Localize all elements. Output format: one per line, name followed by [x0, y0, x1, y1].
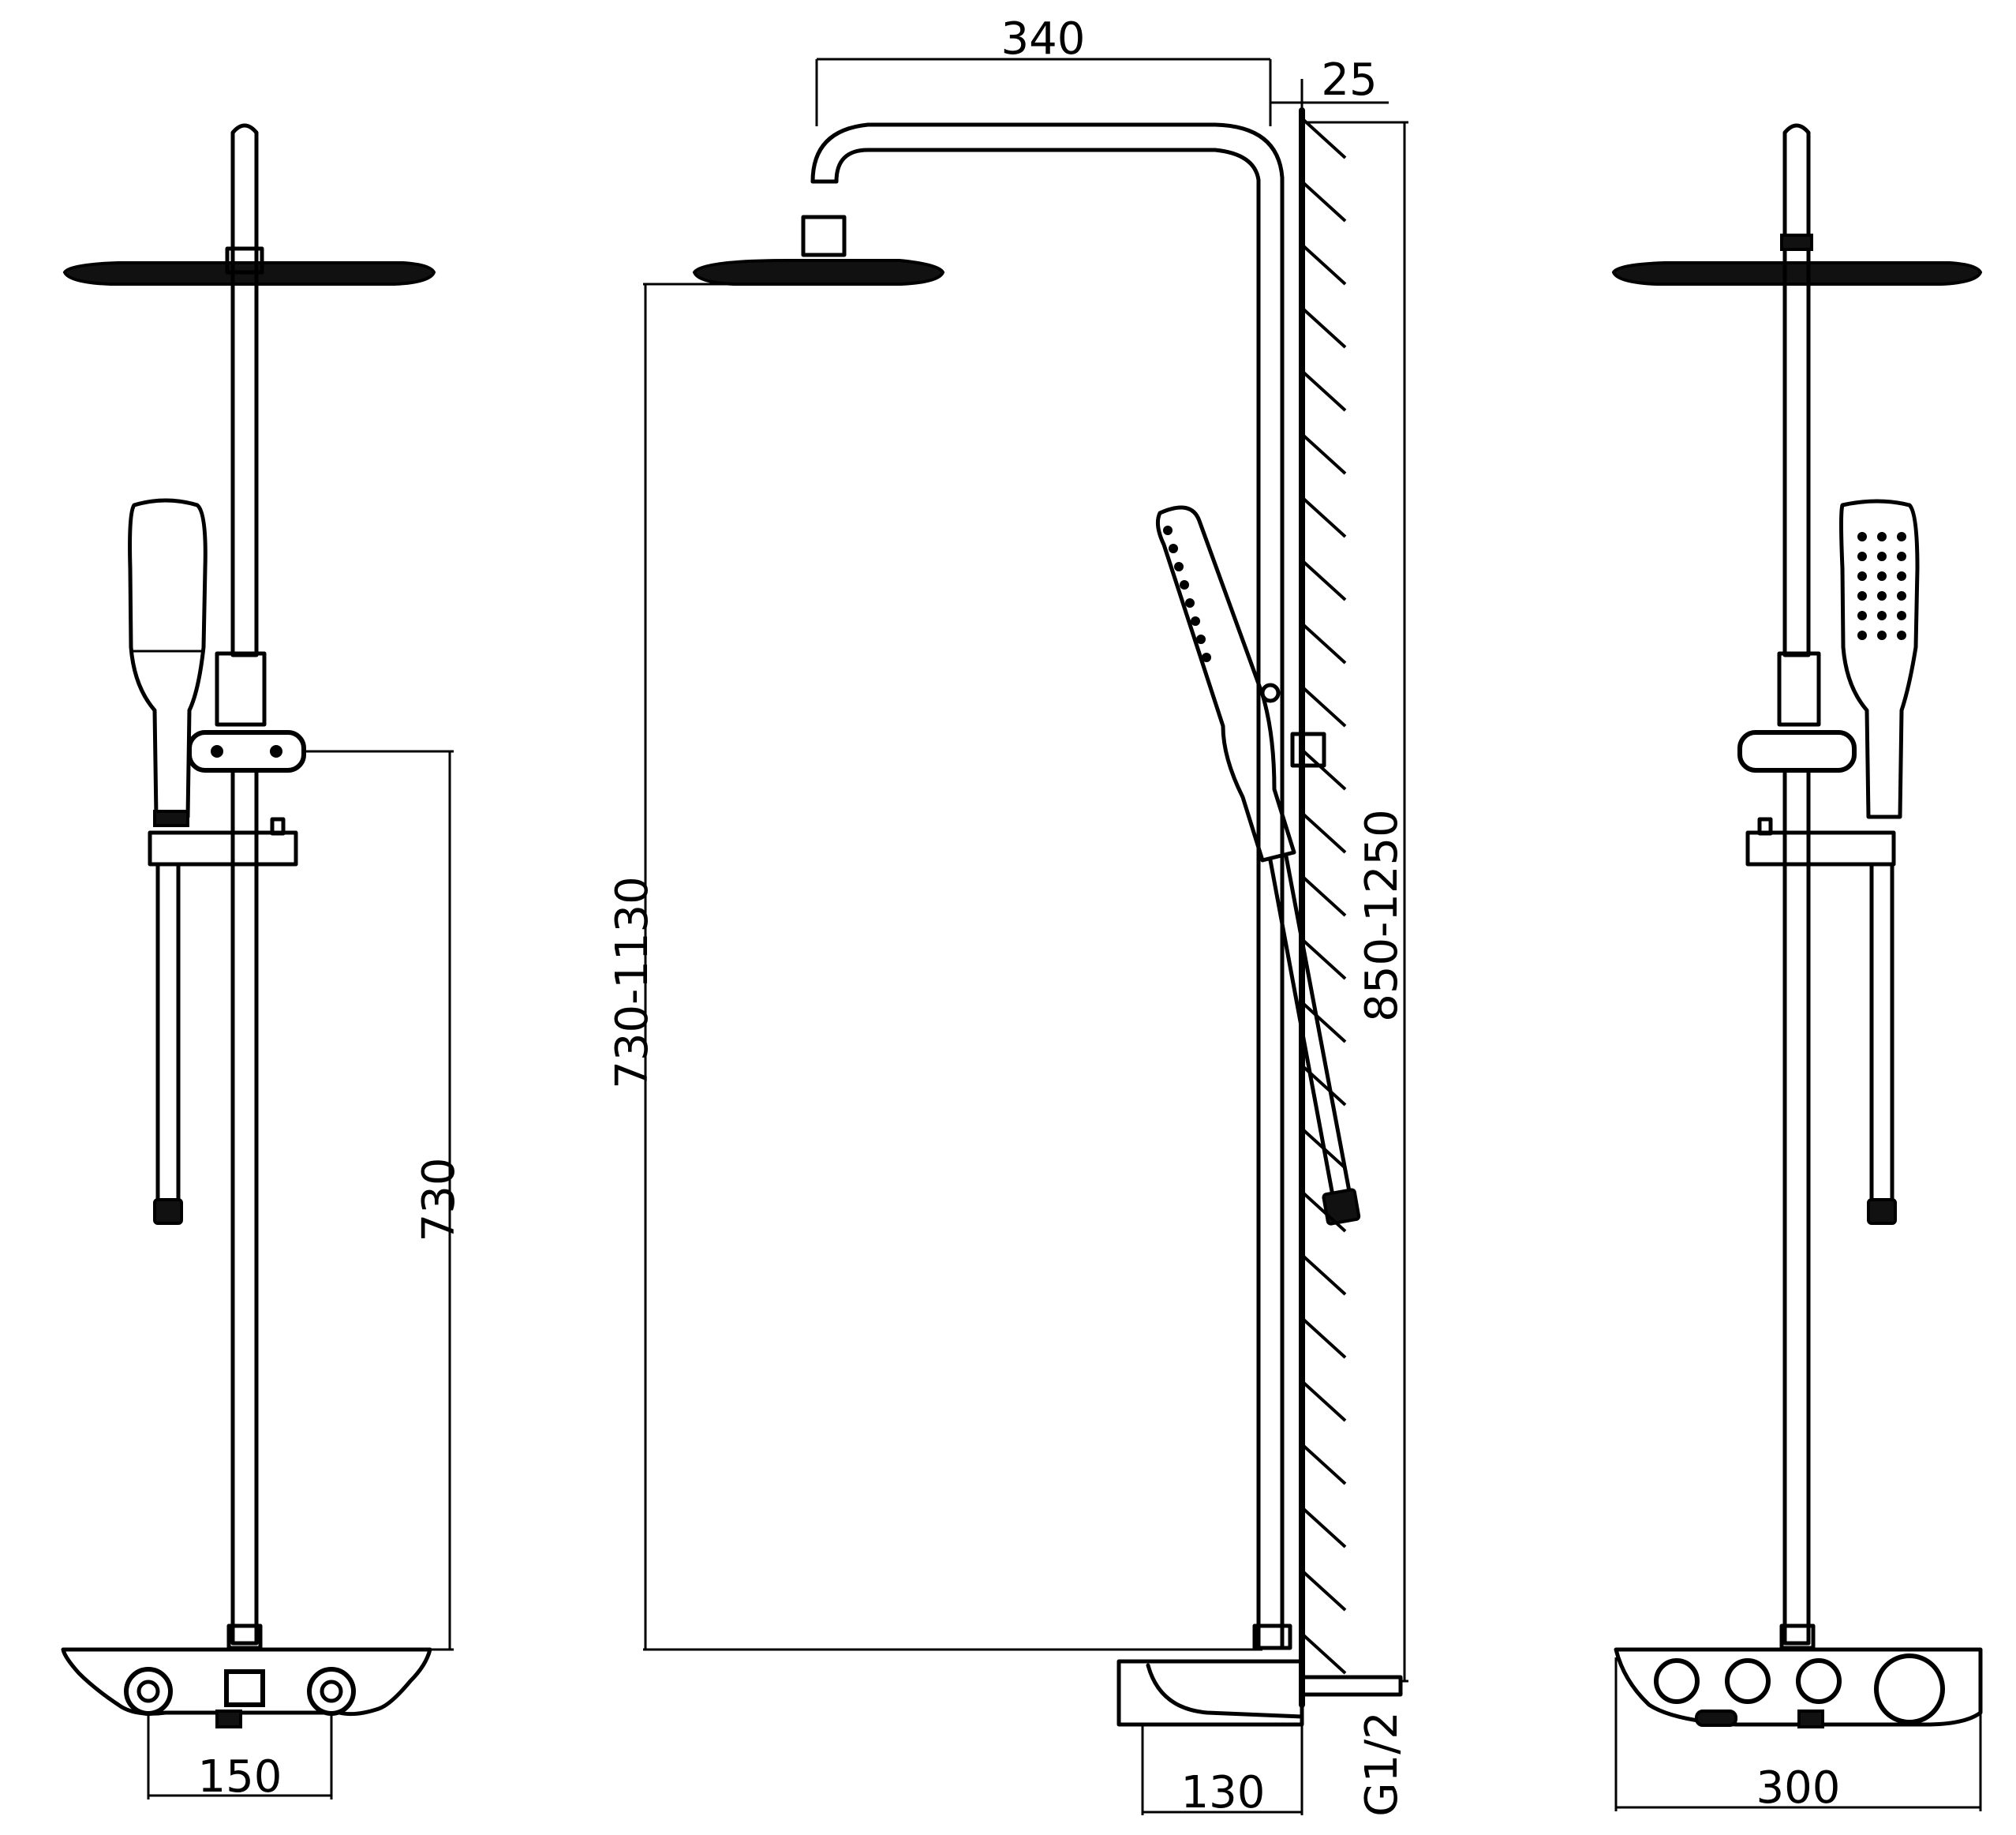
rear-outlet-left	[1695, 1710, 1737, 1727]
rear-view: 300	[1611, 123, 1983, 1814]
left-handle	[124, 1667, 173, 1716]
side-hand-shower	[1155, 505, 1296, 863]
hand-shower-holder	[187, 730, 306, 773]
left-outlet	[215, 1710, 242, 1728]
holder-screw-left	[211, 745, 223, 758]
hose-end	[153, 1198, 183, 1225]
dim-130-label: 130	[1181, 1767, 1266, 1818]
rear-hose	[1869, 862, 1894, 1202]
dim-340-label: 340	[1001, 13, 1086, 65]
rear-height-adjuster	[1777, 651, 1821, 727]
side-hose-end	[1322, 1188, 1361, 1226]
rear-hand-shower	[1839, 499, 1920, 819]
display-screen	[224, 1669, 265, 1707]
wall-holder	[1290, 732, 1326, 768]
side-riser-base	[1252, 1623, 1292, 1650]
right-handle	[307, 1667, 356, 1716]
holder-screw-right	[270, 745, 282, 758]
height-adjuster	[215, 651, 267, 727]
slider-knob	[270, 817, 286, 836]
holder-screw	[1260, 683, 1281, 703]
front-view: 730 150	[61, 123, 465, 1803]
side-shower-head	[692, 259, 945, 286]
rear-slide-bar-holder	[1745, 830, 1896, 867]
left-handle-core	[137, 1680, 160, 1703]
rear-thermostat-knob	[1874, 1653, 1945, 1725]
rear-overhead-shower-head	[1611, 261, 1983, 286]
side-mixer-body	[1116, 1659, 1304, 1727]
rear-riser-connector	[1780, 234, 1813, 251]
dim-850-1250-label: 850-1250	[1356, 809, 1408, 1022]
wall-hatching	[1300, 117, 1347, 1675]
slide-bar-holder	[148, 830, 298, 867]
rear-mixer-body	[1614, 1647, 1983, 1727]
riser-connector	[225, 246, 264, 275]
hose	[155, 862, 181, 1202]
shower-arm	[810, 122, 1285, 1648]
rear-nozzle-grid	[1857, 532, 1906, 640]
thread-size-label: G1/2	[1356, 1711, 1408, 1817]
dim-730-1130-label: 730-1130	[607, 876, 658, 1089]
rear-riser-upper-tube	[1782, 123, 1811, 657]
head-connector	[801, 215, 847, 257]
inlet-pipe	[1300, 1675, 1403, 1697]
rear-riser-lower-tube	[1782, 768, 1811, 1646]
side-view: 340 25 730-1130 850-1250 130 G1/2	[607, 13, 1408, 1818]
rear-button-1	[1654, 1658, 1700, 1704]
rear-button-3	[1796, 1658, 1842, 1704]
hand-shower	[128, 498, 208, 819]
dim-730-label: 730	[413, 1158, 465, 1242]
rear-outlet-right	[1797, 1710, 1824, 1728]
dim-150-label: 150	[198, 1751, 282, 1803]
dim-25-label: 25	[1321, 54, 1377, 106]
hand-shower-collar	[153, 810, 189, 827]
dim-300-label: 300	[1756, 1762, 1841, 1814]
rear-hose-end	[1867, 1198, 1897, 1225]
rear-button-2	[1725, 1658, 1771, 1704]
right-handle-core	[320, 1680, 343, 1703]
rear-hand-shower-holder	[1737, 730, 1857, 773]
riser-upper-tube	[230, 123, 259, 657]
nozzle-dots	[1163, 526, 1211, 662]
riser-lower-tube	[230, 768, 259, 1646]
rear-slider-knob	[1757, 817, 1773, 836]
mixer-body	[61, 1647, 432, 1717]
